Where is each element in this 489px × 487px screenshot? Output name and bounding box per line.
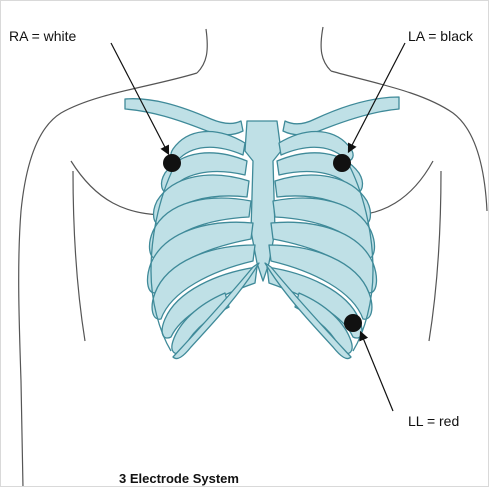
- diagram-caption: 3 Electrode System: [119, 471, 239, 486]
- left-pectoral-line: [71, 161, 166, 215]
- ll-label: LL = red: [408, 413, 459, 429]
- la-label: LA = black: [408, 28, 473, 44]
- ra-label: RA = white: [9, 28, 76, 44]
- right-clavicle: [283, 97, 399, 135]
- neck-left-contour: [197, 29, 207, 73]
- right-arm-line: [429, 171, 441, 341]
- ra-leader-line: [111, 43, 168, 153]
- ll-electrode: [344, 314, 362, 332]
- left-arm-line: [73, 171, 85, 341]
- ll-leader-line: [361, 333, 393, 411]
- ra-electrode: [163, 154, 181, 172]
- neck-right-contour: [321, 27, 331, 71]
- la-electrode: [333, 154, 351, 172]
